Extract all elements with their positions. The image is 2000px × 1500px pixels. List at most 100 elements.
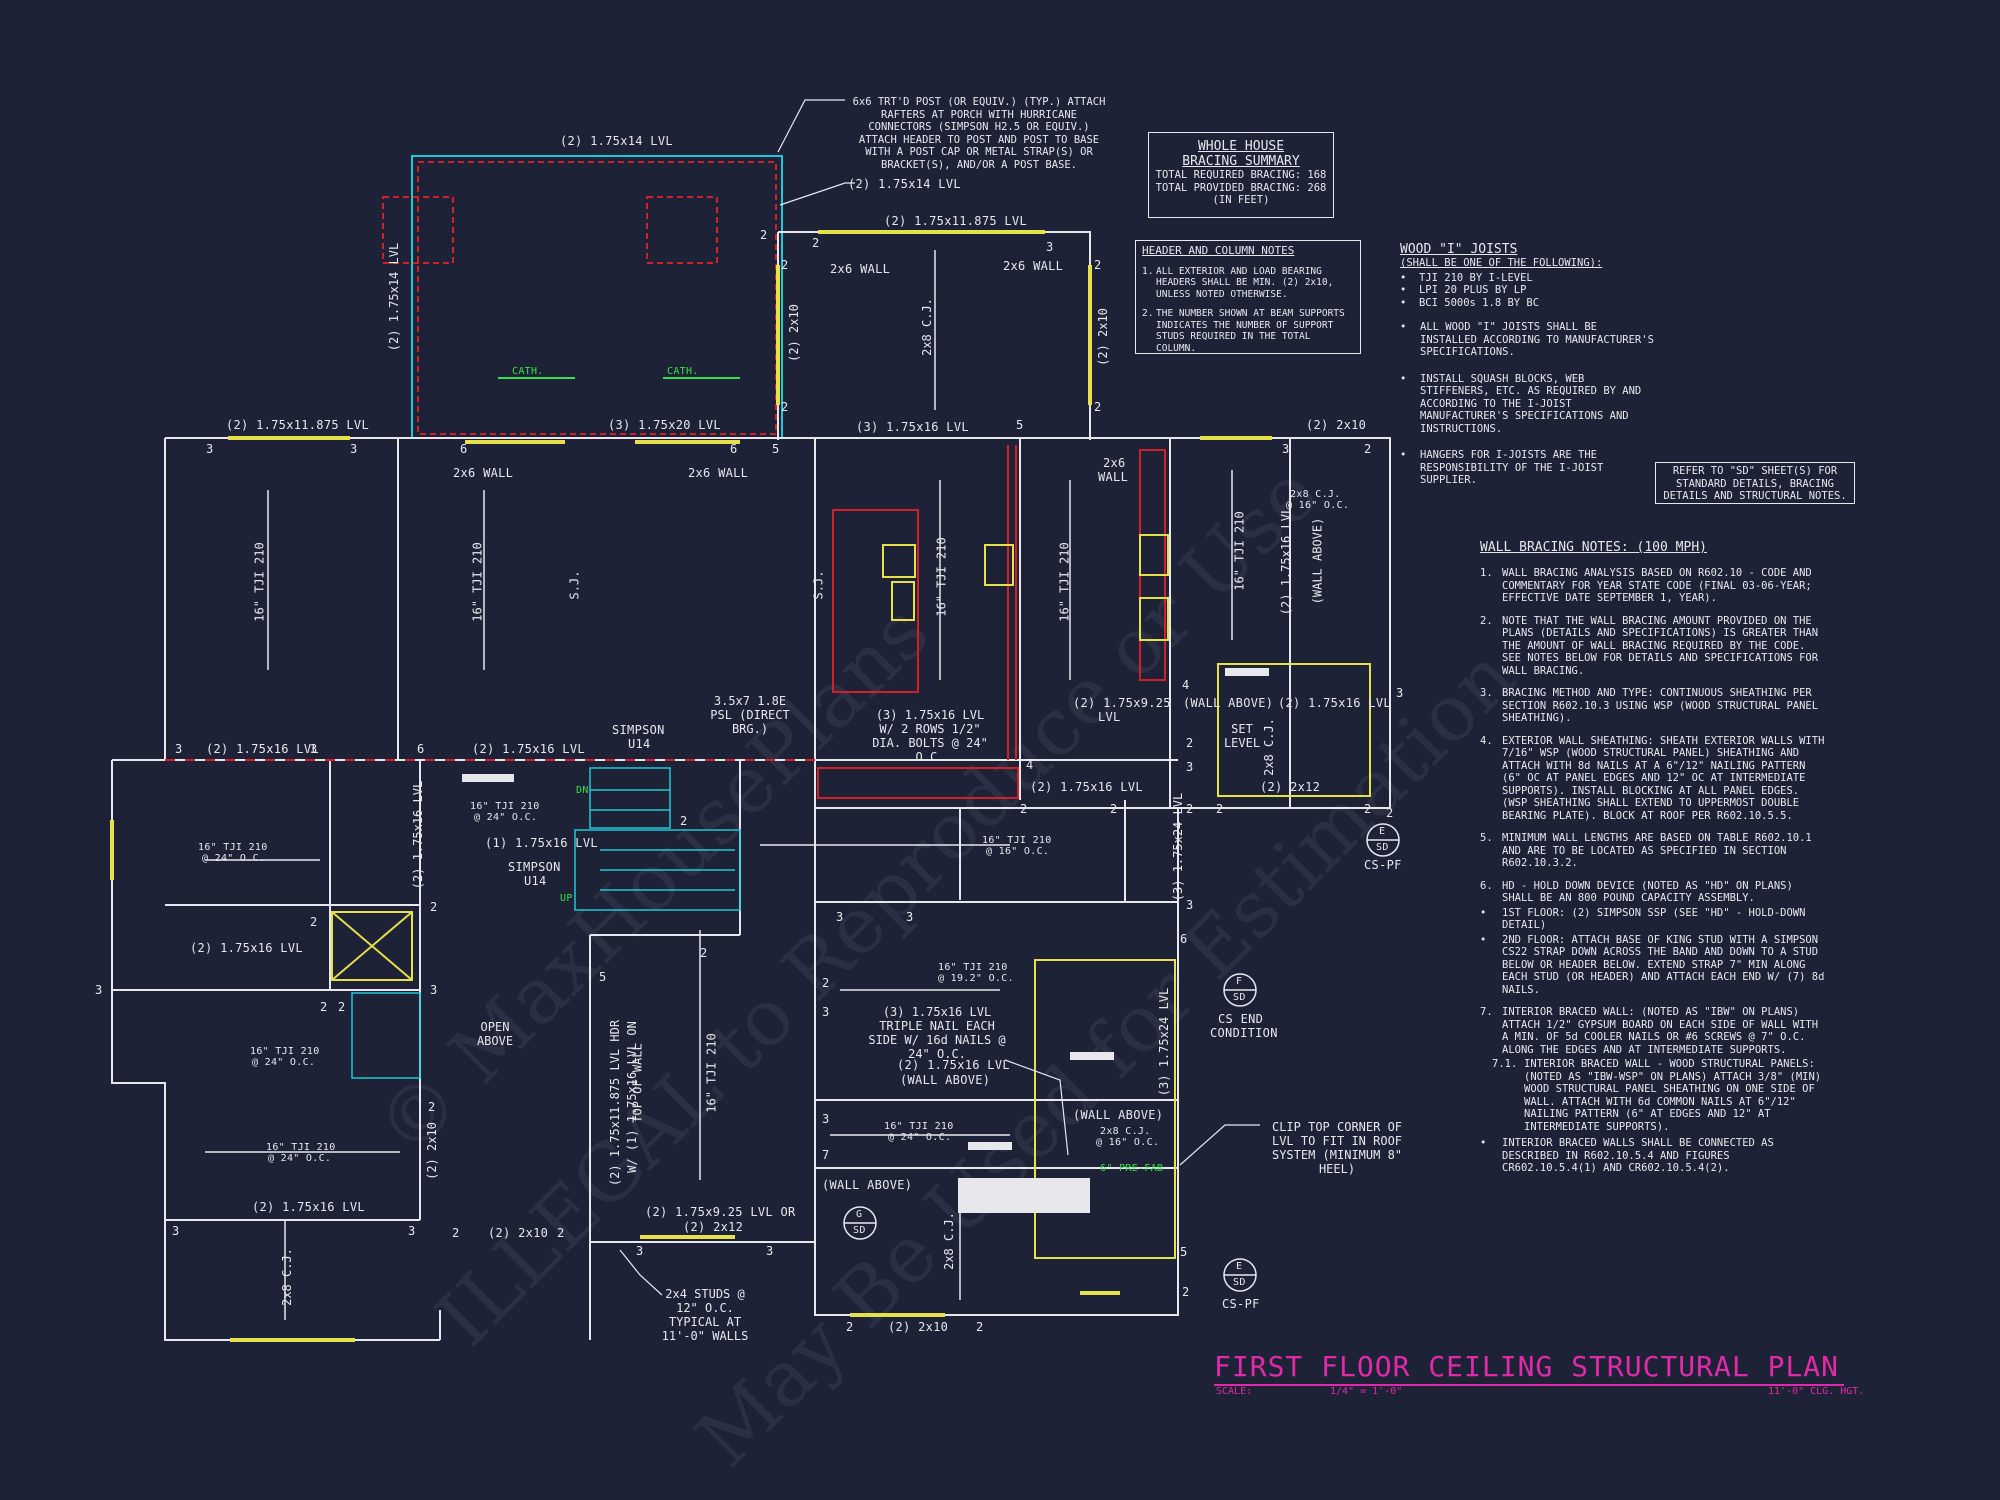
stud-count: 2 xyxy=(1186,802,1194,816)
stud-count: 5 xyxy=(772,442,780,456)
label-2x6-wall-d: 2x6 WALL xyxy=(688,466,749,480)
label-2x12: (2) 2x12 xyxy=(1260,780,1321,794)
label-2x6-wall-a: 2x6 WALL xyxy=(830,262,891,276)
label-2x6-wall-b: 2x6 WALL xyxy=(1003,259,1064,273)
clip-top-callout: CLIP TOP CORNER OF LVL TO FIT IN ROOF SY… xyxy=(1271,1120,1403,1176)
triple-lvl-callout: (3) 1.75x16 LVL TRIPLE NAIL EACH SIDE W/… xyxy=(868,1005,1006,1061)
stud-count: 2 xyxy=(310,915,318,929)
wall-bracing-item: 6.HD - HOLD DOWN DEVICE (NOTED AS "HD" O… xyxy=(1480,879,1793,905)
section-f: F xyxy=(1236,976,1243,987)
label-2x6-wall-c: 2x6 WALL xyxy=(453,466,514,480)
label-lvl16-l2: (2) 1.75x16 LVL xyxy=(472,742,585,756)
stair-dn-label: DN xyxy=(576,785,589,796)
joists-title: WOOD "I" JOISTS xyxy=(1400,242,1518,257)
stud-count: 2 xyxy=(760,228,768,242)
section-g-sd: SD xyxy=(853,1225,866,1236)
label-2x10-b: (2) 2x10 xyxy=(888,1320,949,1334)
label-tji-24-c-oc: @ 24" O.C. xyxy=(252,1057,316,1068)
label-lvl16-wall: (2) 1.75x16 LVL xyxy=(897,1058,1010,1072)
vlabel-2x10-a: (2) 2x10 xyxy=(786,304,801,362)
label-cj-16-b-oc: @ 16" O.C. xyxy=(1096,1137,1160,1148)
stud-count: 2 xyxy=(338,1000,346,1014)
label-tji-24-a-oc: @ 24" O.C. xyxy=(474,812,538,823)
label-tji-192-oc: @ 19.2" O.C. xyxy=(938,973,1014,984)
porch-post-callout: 6x6 TRT'D POST (OR EQUIV.) (TYP.) ATTACH… xyxy=(852,96,1106,171)
label-2x6-e-wall: WALL xyxy=(1098,470,1129,484)
stud-count: 2 xyxy=(1186,736,1194,750)
plan-scale-value: 1/4" = 1'-0" xyxy=(1330,1386,1403,1397)
header-notes-title: HEADER AND COLUMN NOTES xyxy=(1142,244,1295,257)
label-cj-16-b: 2x8 C.J. xyxy=(1100,1126,1151,1137)
vlabel-lvl24-b: (3) 1.75x24 LVL xyxy=(1157,987,1172,1097)
stud-count: 2 xyxy=(430,900,438,914)
label-tji-192: 16" TJI 210 xyxy=(938,962,1008,973)
section-e-1: E xyxy=(1379,826,1386,837)
label-lvl11875-top: (2) 1.75x11.875 LVL xyxy=(884,214,1027,228)
stud-count: 2 xyxy=(1094,400,1102,414)
label-tji-24-e: 16" TJI 210 xyxy=(884,1121,954,1132)
stud-count: 2 xyxy=(680,814,688,828)
vlabel-tji-e: 16" TJI 210 xyxy=(1232,511,1247,591)
label-lvl11875-left: (2) 1.75x11.875 LVL xyxy=(226,418,369,432)
vlabel-tji-a: 16" TJI 210 xyxy=(252,542,267,622)
vlabel-tji-c: 16" TJI 210 xyxy=(934,537,949,617)
label-lvl16-wall-above: (WALL ABOVE) xyxy=(900,1073,991,1087)
vlabel-lvl14: (2) 1.75x14 LVL xyxy=(387,242,402,352)
prefab-label: 6" PRE-FAB xyxy=(1100,1163,1164,1174)
label-cj-16-a-oc: @ 16" O.C. xyxy=(1286,500,1350,511)
stud-count: 2 xyxy=(557,1226,565,1240)
stud-count: 2 xyxy=(1182,1285,1190,1299)
joists-note-3: •HANGERS FOR I-JOISTS ARE THE RESPONSIBI… xyxy=(1400,449,1604,486)
cath-label-1: CATH. xyxy=(512,366,544,377)
plan-title: FIRST FLOOR CEILING STRUCTURAL PLAN xyxy=(1214,1350,1840,1383)
bracing-units: (IN FEET) xyxy=(1212,194,1270,206)
stud-count: 2 xyxy=(781,400,789,414)
label-tji-24-e-oc: @ 24" O.C. xyxy=(888,1132,952,1143)
set-level-callout: SET LEVEL xyxy=(1223,722,1261,750)
stud-count: 2 xyxy=(1110,802,1118,816)
header-note-1: 1.ALL EXTERIOR AND LOAD BEARING HEADERS … xyxy=(1142,265,1334,300)
label-lvl925: (2) 1.75x9.25 xyxy=(1073,696,1171,710)
stud-count: 5 xyxy=(1016,418,1024,432)
label-tji-24-c: 16" TJI 210 xyxy=(250,1046,320,1057)
stud-count: 5 xyxy=(599,970,607,984)
joists-note-2: •INSTALL SQUASH BLOCKS, WEB STIFFENERS, … xyxy=(1400,372,1642,435)
bracing-required: TOTAL REQUIRED BRACING: 168 xyxy=(1155,169,1327,181)
wall-bracing-item: 7.INTERIOR BRACED WALL: (NOTED AS "IBW" … xyxy=(1480,1006,1819,1056)
stud-count: 2 xyxy=(700,946,708,960)
wall-bracing-item: •2ND FLOOR: ATTACH BASE OF KING STUD WIT… xyxy=(1480,933,1825,996)
label-tji-24-a: 16" TJI 210 xyxy=(470,801,540,812)
wall-bracing-item: •INTERIOR BRACED WALLS SHALL BE CONNECTE… xyxy=(1480,1137,1774,1174)
joists-note-1: •ALL WOOD "I" JOISTS SHALL BE INSTALLED … xyxy=(1400,321,1654,358)
label-tji-16: 16" TJI 210 xyxy=(982,835,1052,846)
plan-scale-label: SCALE: xyxy=(1216,1386,1253,1397)
bracing-provided: TOTAL PROVIDED BRACING: 268 xyxy=(1155,181,1327,194)
label-lvl16-l3: (2) 1.75x16 LVL xyxy=(190,941,303,955)
stud-count: 2 xyxy=(320,1000,328,1014)
plan-ceiling-height: 11'-0" CLG. HGT. xyxy=(1768,1386,1865,1397)
stud-count: 2 xyxy=(452,1226,460,1240)
stair-up-label: UP xyxy=(560,893,573,904)
label-2x6-e: 2x6 xyxy=(1103,456,1126,470)
label-lvl16-one: (1) 1.75x16 LVL xyxy=(485,836,598,850)
vlabel-sj-b: S.J. xyxy=(811,570,826,600)
stud-count: 3 xyxy=(206,442,214,456)
vlabel-sj-a: S.J. xyxy=(567,570,582,600)
wall-bracing-item: 1.WALL BRACING ANALYSIS BASED ON R602.10… xyxy=(1480,567,1812,604)
stud-count: 3 xyxy=(836,910,844,924)
label-tji-24-b-oc: @ 24" O.C. xyxy=(202,853,266,864)
stud-count: 3 xyxy=(636,1244,644,1258)
stud-count: 2 xyxy=(812,236,820,250)
stud-count: 2 xyxy=(1020,802,1028,816)
stud-count: 3 xyxy=(1282,442,1290,456)
bolts-callout: (3) 1.75x16 LVL W/ 2 ROWS 1/2" DIA. BOLT… xyxy=(872,708,988,764)
cs-end-label: CS END xyxy=(1218,1012,1264,1026)
label-lvl16-l1: (2) 1.75x16 LVL xyxy=(206,742,319,756)
label-lvl14-top: (2) 1.75x14 LVL xyxy=(560,134,673,148)
label-simpson-1: SIMPSON xyxy=(612,723,665,737)
label-lvl16-kitchen: (3) 1.75x16 LVL xyxy=(856,420,969,434)
main-outer-wall xyxy=(165,437,1391,809)
plan-title-underline xyxy=(1214,1384,1844,1386)
vlabel-wall-above: (WALL ABOVE) xyxy=(1310,517,1325,605)
psl-callout: 3.5x7 1.8E PSL (DIRECT BRG.) xyxy=(710,694,790,736)
